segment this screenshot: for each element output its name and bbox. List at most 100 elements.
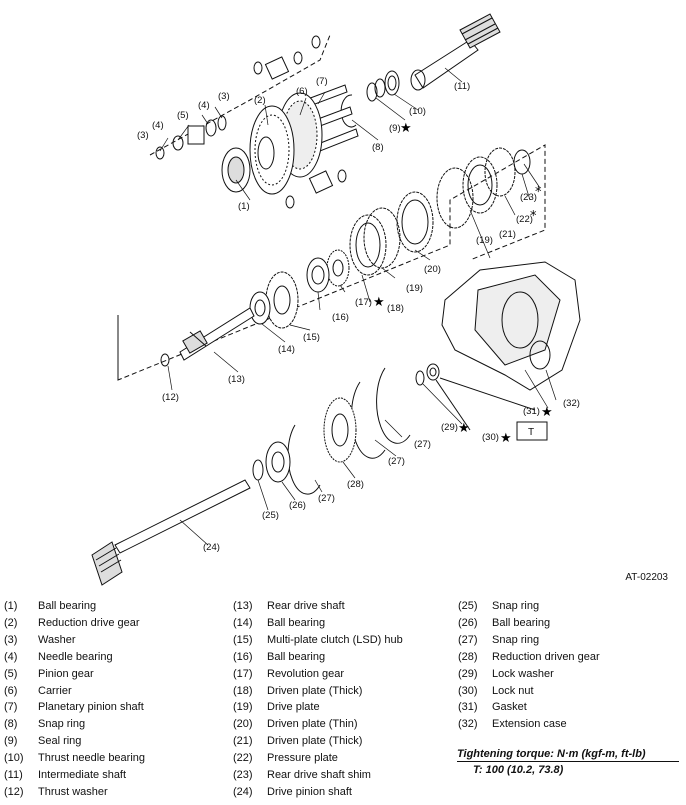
callout-23: (23)	[520, 192, 537, 203]
legend-item-number: (19)	[233, 701, 253, 714]
callout-4a: (4)	[198, 100, 210, 111]
asterisk-icon: *	[530, 209, 537, 224]
legend-item: (10)Thrust needle bearing	[4, 750, 145, 767]
seal-ring-part-a	[366, 82, 378, 102]
legend-item-number: (27)	[458, 633, 478, 646]
callout-21: (21)	[499, 229, 516, 240]
star-icon: ★	[373, 295, 385, 310]
legend-item: (25)Snap ring	[458, 598, 600, 615]
clutch-hub-part	[265, 271, 299, 329]
ball-bearing-part-26	[265, 441, 291, 483]
legend-item: (27)Snap ring	[458, 632, 600, 649]
legend-item: (15)Multi-plate clutch (LSD) hub	[233, 632, 403, 649]
legend-item: (28)Reduction driven gear	[458, 649, 600, 666]
legend-item-number: (22)	[233, 752, 253, 765]
intermediate-shaft-part	[410, 13, 501, 91]
legend-item-number: (28)	[458, 650, 478, 663]
callout-15: (15)	[303, 332, 320, 343]
clutch-plates-part	[349, 147, 531, 276]
legend-item-number: (3)	[4, 633, 18, 646]
legend-item-name: Lock washer	[492, 667, 554, 680]
callout-5: (5)	[177, 110, 189, 121]
tightening-torque-note: Tightening torque: N·m (kgf-m, ft-lb) T:…	[457, 748, 679, 776]
callout-20: (20)	[424, 264, 441, 275]
exploded-view-diagram: (1) (2) (3) (3) (4) (4) (5) (6) (7) (8) …	[91, 13, 581, 586]
legend-item-number: (4)	[4, 650, 18, 663]
extension-case-part	[441, 261, 581, 391]
callout-9: (9)	[389, 123, 401, 134]
callout-16: (16)	[332, 312, 349, 323]
legend-column-2: (13)Rear drive shaft(14)Ball bearing(15)…	[233, 598, 403, 801]
legend-item-name: Snap ring	[492, 600, 540, 612]
callout-12: (12)	[162, 392, 179, 403]
legend-item: (6) Carrier	[4, 683, 145, 700]
legend-item: (2)Reduction drive gear	[4, 615, 145, 632]
legend-item-number: (31)	[458, 701, 478, 714]
legend-item-name: Ball bearing	[267, 650, 326, 663]
thrust-needle-bearing-part	[384, 70, 400, 96]
legend-item-number: (24)	[233, 785, 253, 798]
legend-item-name: Lock nut	[492, 684, 534, 697]
legend-item-number: (9)	[4, 735, 18, 748]
callout-27a: (27)	[318, 493, 335, 504]
legend-item-number: (1)	[4, 600, 18, 612]
callout-25: (25)	[262, 510, 279, 521]
legend-item-number: (26)	[458, 616, 478, 629]
legend-item-number: (7)	[4, 701, 18, 714]
torque-value: T: 100 (10.2, 73.8)	[473, 764, 564, 776]
legend-item-name: Ball bearing	[267, 616, 326, 629]
legend-item: (9)Seal ring	[4, 733, 145, 750]
torque-label-box	[516, 421, 548, 441]
legend-item-number: (6)	[4, 684, 18, 697]
carrier-and-drive-gear-part	[249, 92, 323, 195]
callout-30: (30)	[482, 432, 499, 443]
callout-32: (32)	[563, 398, 580, 409]
legend-item: (29) Lock washer	[458, 666, 600, 683]
revolution-gear-part	[326, 249, 350, 287]
legend-item: (30)Lock nut	[458, 683, 600, 700]
snap-ring-part-27c	[287, 424, 321, 495]
legend-item-name: Carrier	[38, 684, 72, 697]
legend-item-name: Pressure plate	[267, 752, 338, 765]
legend-item: (3) Washer	[4, 632, 145, 649]
callout-27b: (27)	[388, 456, 405, 467]
callout-29: (29)	[441, 422, 458, 433]
legend-item-name: Planetary pinion shaft	[38, 701, 144, 714]
legend-item: (14)Ball bearing	[233, 615, 403, 632]
reduction-driven-gear-part	[323, 397, 357, 463]
legend-item-number: (8)	[4, 718, 18, 731]
legend-item-name: Rear drive shaft shim	[267, 769, 371, 782]
drive-pinion-shaft-part	[91, 479, 251, 586]
legend-item-number: (29)	[458, 667, 478, 680]
callout-10: (10)	[409, 106, 426, 117]
callout-3a: (3)	[218, 91, 230, 102]
star-icon: ★	[500, 431, 512, 446]
snap-ring-part-27b	[350, 381, 386, 459]
callout-4b: (4)	[152, 120, 164, 131]
legend-item: (20)Driven plate (Thin)	[233, 716, 403, 733]
legend-item: (16) Ball bearing	[233, 649, 403, 666]
legend-item-name: Washer	[38, 633, 76, 646]
leader-lines	[159, 67, 557, 546]
legend-item: (7) Planetary pinion shaft	[4, 699, 145, 716]
legend-item-number: (15)	[233, 633, 253, 646]
figure-id: AT-02203	[625, 572, 668, 583]
legend-item-number: (12)	[4, 785, 24, 798]
callout-19b: (19)	[476, 235, 493, 246]
callout-22: (22)	[516, 214, 533, 225]
legend-item: (17)Revolution gear	[233, 666, 403, 683]
callout-28: (28)	[347, 479, 364, 490]
legend-item-name: Extension case	[492, 718, 567, 731]
legend-item: (21)Driven plate (Thick)	[233, 733, 403, 750]
legend-item: (31)Gasket	[458, 699, 600, 716]
legend-item: (5)Pinion gear	[4, 666, 145, 683]
legend-item-number: (16)	[233, 650, 253, 663]
callout-6: (6)	[296, 86, 308, 97]
legend-item: (4)Needle bearing	[4, 649, 145, 666]
legend-item-number: (11)	[4, 769, 23, 782]
legend-item: (19)Drive plate	[233, 699, 403, 716]
callout-18: (18)	[387, 303, 404, 314]
legend-item-name: Thrust needle bearing	[38, 752, 146, 765]
snap-ring-part-25	[252, 459, 264, 481]
thrust-washer-part	[160, 353, 170, 367]
